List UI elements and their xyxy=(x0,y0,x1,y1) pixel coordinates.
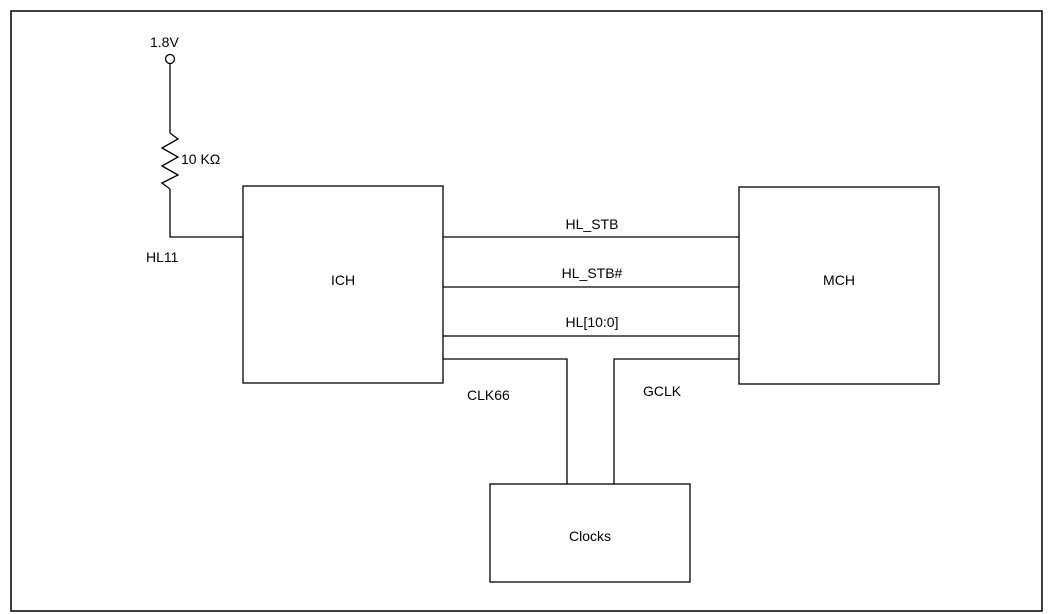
hl11-net-label: HL11 xyxy=(146,249,179,265)
clk66-wire xyxy=(443,358,568,484)
supply-terminal xyxy=(164,53,176,65)
clocks-block xyxy=(489,483,691,583)
hl-bus-label: HL[10:0] xyxy=(566,314,619,330)
ich-block xyxy=(242,185,444,384)
mch-label: MCH xyxy=(823,272,855,288)
ich-label: ICH xyxy=(331,272,355,288)
resistor-value-label: 10 KΩ xyxy=(181,151,220,167)
gclk-wire xyxy=(613,358,739,484)
hl-stb-label: HL_STB xyxy=(566,216,619,232)
pullup-resistor xyxy=(160,132,180,190)
hl-stb-n-label: HL_STB# xyxy=(562,265,623,281)
diagram-frame xyxy=(10,10,1043,612)
hl11-wire xyxy=(169,189,243,238)
gclk-label: GCLK xyxy=(643,383,682,399)
clk66-label: CLK66 xyxy=(467,387,510,403)
clocks-label: Clocks xyxy=(569,528,611,544)
supply-voltage-label: 1.8V xyxy=(150,34,179,50)
mch-block xyxy=(738,186,940,385)
